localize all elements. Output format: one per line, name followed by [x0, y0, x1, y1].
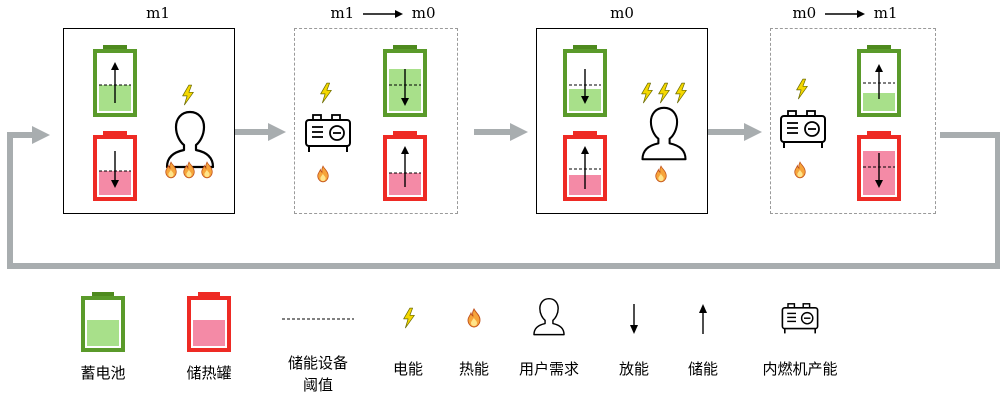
lightning-icon: [675, 82, 687, 104]
arrow-head-4: [744, 123, 762, 141]
heat-tank-icon: [383, 131, 427, 201]
legend-user-icon: [533, 297, 565, 336]
legend-flame-icon: [467, 308, 481, 328]
flame-icon: [655, 165, 667, 183]
legend-engine-icon: [781, 302, 819, 335]
battery-icon: [383, 45, 427, 117]
loop-return-line: [7, 132, 1000, 269]
engine-icon: [780, 110, 826, 149]
battery-icon: [93, 45, 137, 117]
lightning-icon: [641, 82, 653, 104]
arrow-head-2: [268, 123, 286, 141]
lightning-icon: [796, 78, 808, 100]
transition-arrow-icon: [363, 10, 403, 18]
heat-tank-icon: [93, 131, 137, 201]
arrow-up-icon: [111, 62, 119, 70]
panel-transition-m0-m1: [770, 28, 936, 214]
legend-lightning-icon: [403, 307, 415, 329]
flame-icon: [183, 161, 195, 179]
arrow-down-icon: [111, 180, 119, 188]
flame-icon: [201, 161, 213, 179]
arrow-down-icon: [875, 180, 883, 188]
mode-to: m1: [873, 4, 898, 22]
arrow-up-icon: [401, 146, 409, 154]
engine-icon: [305, 114, 351, 153]
arrow-head-1: [32, 126, 50, 144]
legend-label-threshold: 储能设备 阈值: [273, 352, 363, 396]
battery-icon: [563, 45, 607, 117]
mode-label-2: m1 m0: [318, 4, 448, 22]
legend-label-heat-tank: 储热罐: [186, 364, 232, 382]
flame-icon: [794, 161, 806, 179]
lightning-icon: [658, 82, 670, 104]
legend-label-engine: 内燃机产能: [762, 360, 838, 378]
legend-label-user-demand: 用户需求: [518, 360, 579, 378]
arrow-up-icon: [875, 64, 883, 72]
arrow-down-icon: [401, 98, 409, 106]
legend-label-battery: 蓄电池: [80, 364, 126, 382]
transition-arrow-icon: [825, 10, 865, 18]
mode-label-3: m0: [610, 4, 634, 22]
heat-tank-icon: [563, 131, 607, 201]
legend-threshold-line: [282, 318, 354, 320]
heat-tank-icon: [857, 131, 901, 201]
legend-heat-tank-icon: [187, 292, 231, 352]
legend-label-electric: 电能: [392, 360, 423, 378]
user-icon: [165, 110, 215, 169]
legend-label-discharge: 放能: [618, 360, 649, 378]
arrow-down-icon: [581, 96, 589, 104]
flame-icon: [317, 165, 329, 183]
arrow-up-icon: [581, 146, 589, 154]
mode-from: m0: [792, 4, 817, 22]
panel-transition-m1-m0: [294, 28, 458, 214]
mode-label-1: m1: [146, 4, 170, 22]
legend-threshold-line2: 阈值: [302, 376, 333, 394]
legend-arrow-up-icon: [699, 304, 707, 334]
mode-label-4: m0 m1: [780, 4, 910, 22]
legend-arrow-down-icon: [630, 304, 638, 334]
panel-mode-m1: [63, 28, 235, 214]
legend-label-charge: 储能: [687, 360, 718, 378]
mode-to: m0: [411, 4, 436, 22]
legend-label-thermal: 热能: [458, 360, 489, 378]
panel-mode-m0: [536, 28, 708, 214]
mode-from: m1: [330, 4, 355, 22]
user-icon: [641, 106, 687, 161]
arrow-head-3: [510, 123, 528, 141]
legend-battery-icon: [81, 292, 125, 352]
lightning-icon: [320, 82, 332, 104]
lightning-icon: [182, 84, 194, 106]
legend-threshold-line1: 储能设备: [287, 354, 348, 372]
battery-icon: [857, 45, 901, 117]
